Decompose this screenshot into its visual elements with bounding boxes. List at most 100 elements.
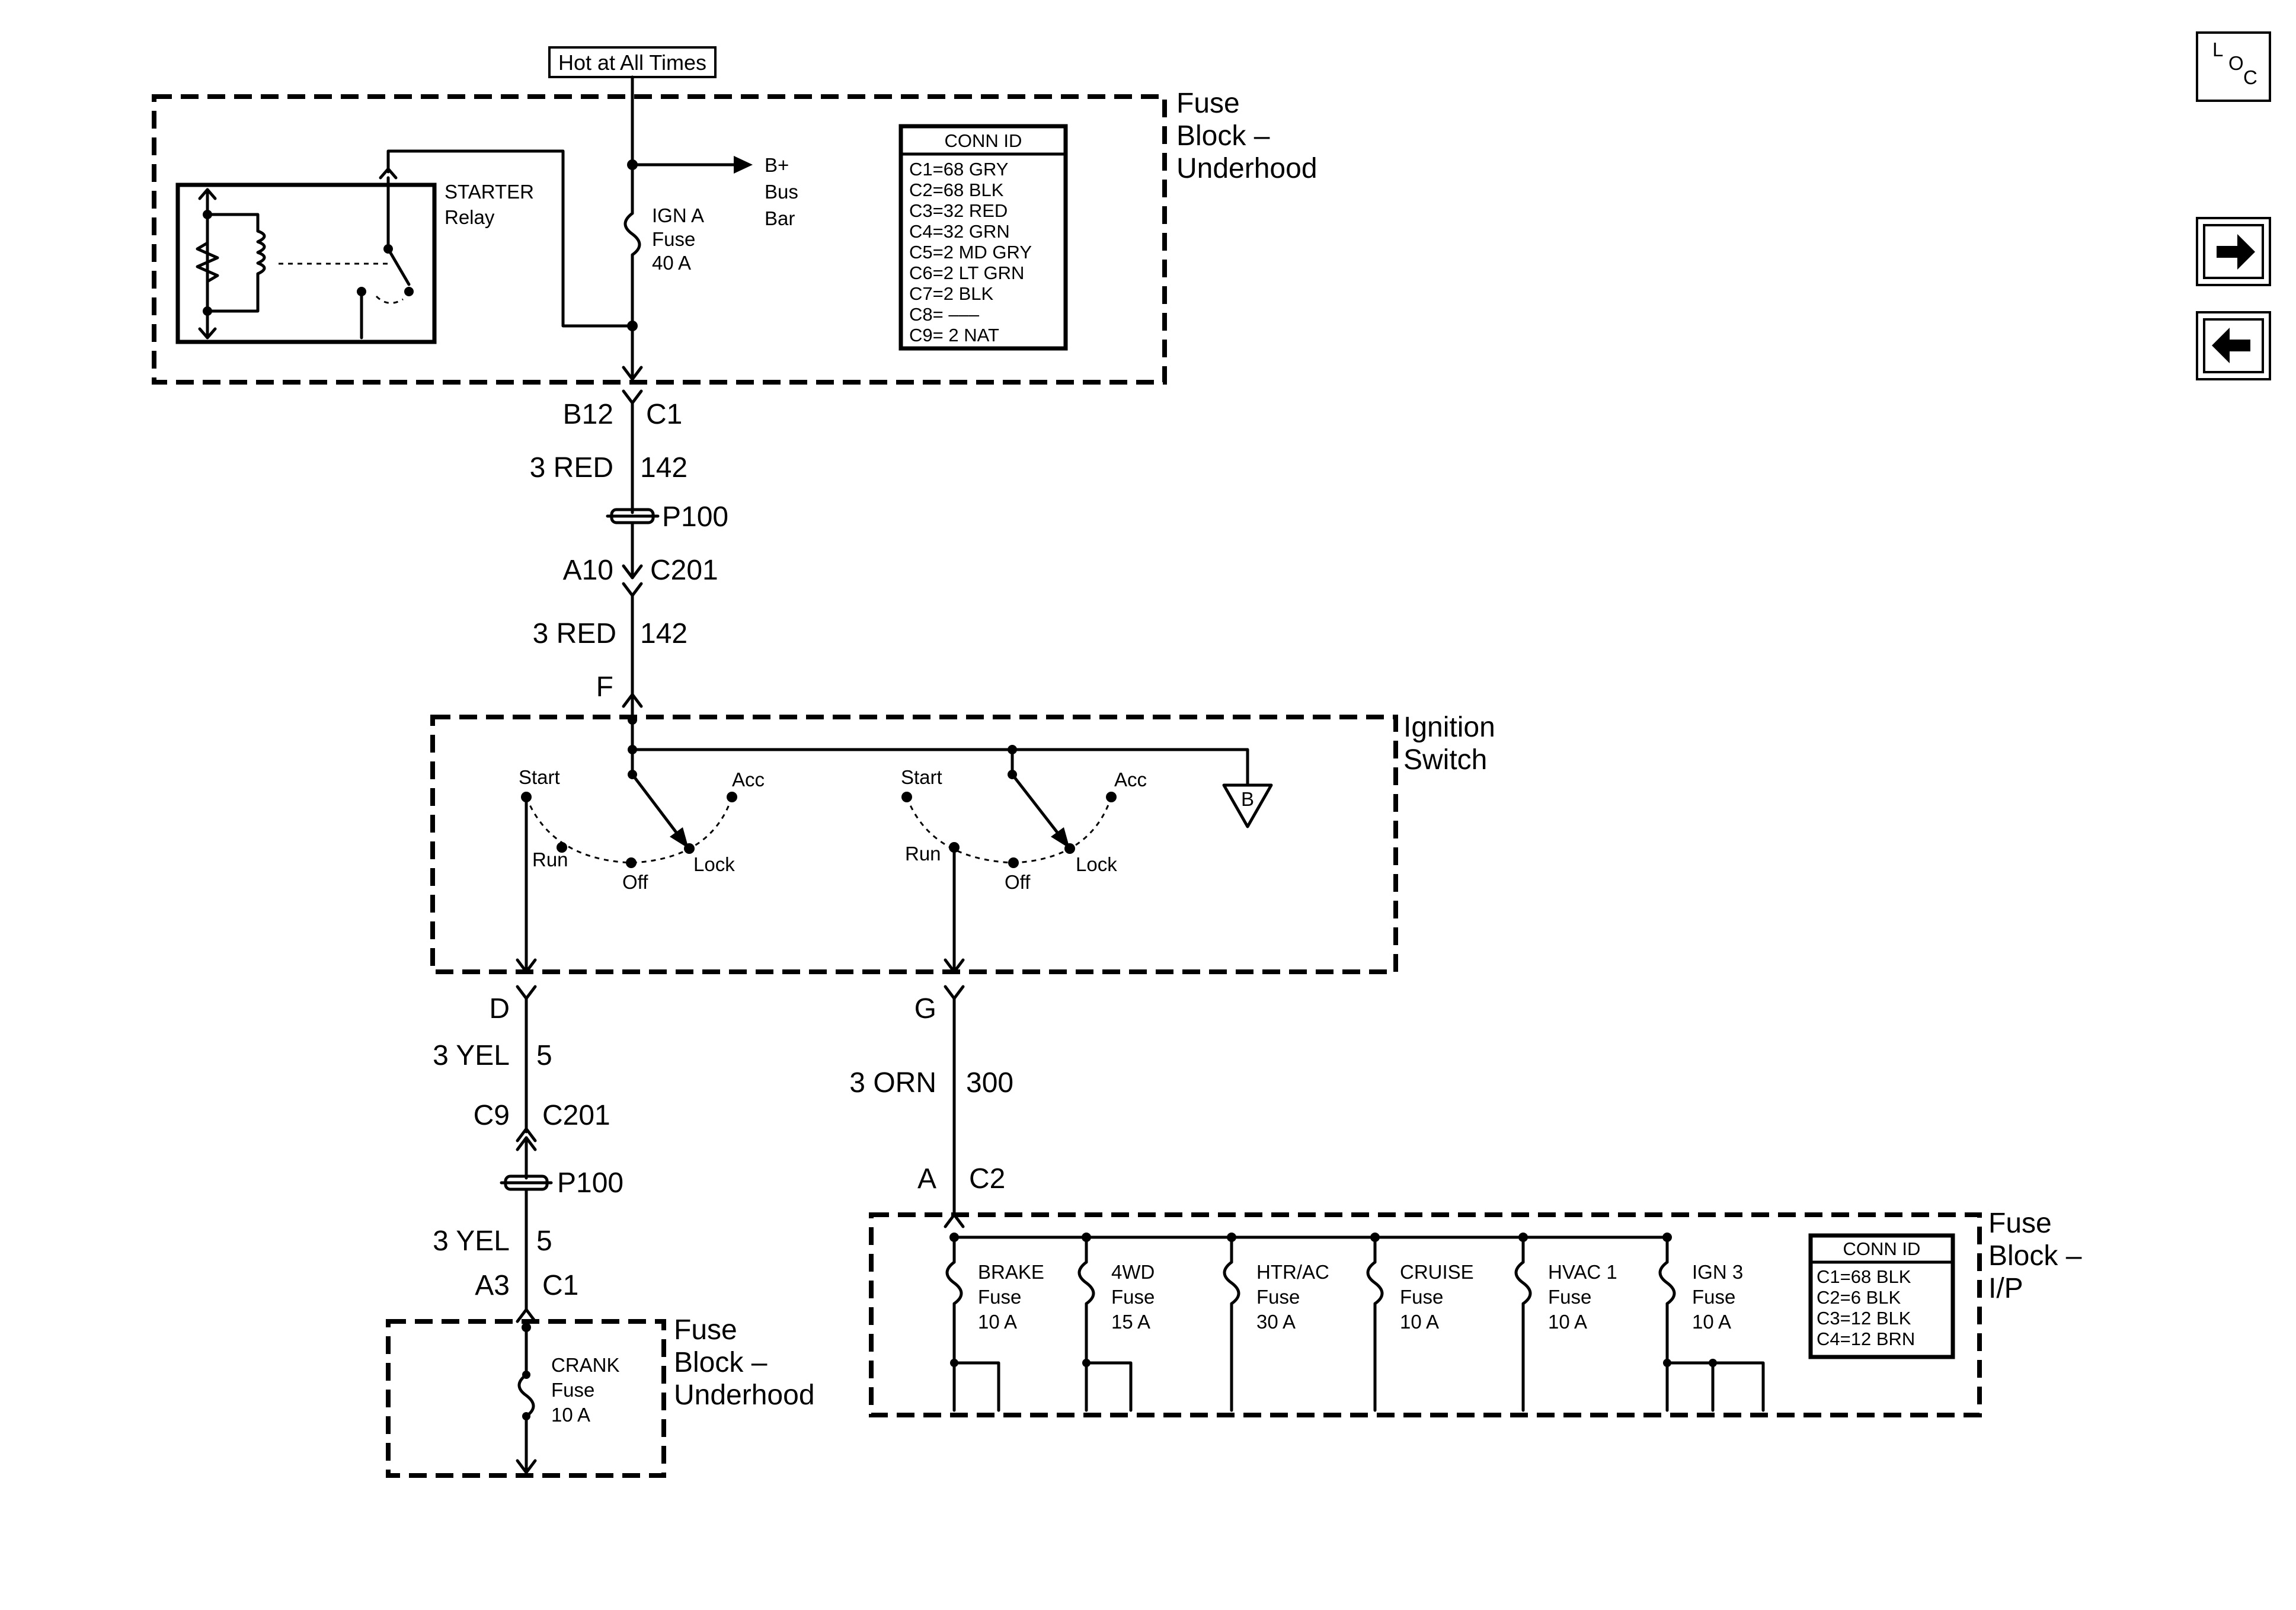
conn-id-row: C3=32 RED	[909, 200, 1008, 221]
fuse-block-underhood-bottom-title-1: Fuse	[674, 1314, 737, 1346]
fuse-block-ip-title-3: I/P	[1988, 1273, 2023, 1304]
switch-left-acc: Acc	[732, 769, 765, 790]
conn-id-row: C2=6 BLK	[1817, 1287, 1901, 1308]
prev-page-button[interactable]	[2196, 311, 2271, 380]
bus-bar-label: B+ Bus Bar	[765, 154, 798, 229]
4wd-fuse-label-1: 4WD	[1111, 1261, 1155, 1283]
cruise-fuse-label-1: CRUISE	[1400, 1261, 1474, 1283]
brake-fuse: BRAKE Fuse 10 A	[945, 1233, 1044, 1412]
hot-at-all-times-label: Hot at All Times	[558, 50, 706, 75]
switch-left-off: Off	[622, 871, 648, 893]
arrow-right-icon	[2217, 234, 2255, 270]
wire-num-1: 142	[640, 452, 687, 484]
conn-id-row: C7=2 BLK	[909, 283, 994, 304]
cruise-fuse-label-3: 10 A	[1400, 1311, 1439, 1333]
ground-label-b: B	[1241, 788, 1254, 810]
hvac1-fuse-label-1: HVAC 1	[1548, 1261, 1617, 1283]
loc-button[interactable]: L O C	[2196, 31, 2271, 102]
starter-relay-label-1: STARTER	[445, 181, 534, 203]
next-page-button[interactable]	[2196, 217, 2271, 286]
conn-id-title-ip: CONN ID	[1843, 1238, 1921, 1259]
fuse-block-underhood-top: Fuse Block – Underhood	[152, 88, 1318, 385]
ign-a-fuse-label-1: IGN A	[652, 204, 704, 226]
brake-fuse-label-1: BRAKE	[978, 1261, 1044, 1283]
fuse-block-underhood-title-2: Block –	[1176, 120, 1270, 152]
crank-wire-num-2: 5	[536, 1225, 552, 1257]
brake-fuse-label-3: 10 A	[978, 1311, 1017, 1333]
ip-branch: G 3 ORN 300 A C2 Fuse Block – I/P BRAKE …	[849, 985, 2082, 1417]
switch-right-lock: Lock	[1076, 853, 1117, 875]
hot-at-all-times-tag: Hot at All Times	[548, 46, 717, 78]
4wd-fuse: 4WD Fuse 15 A	[1077, 1233, 1155, 1412]
connector-c1-crank: C1	[542, 1270, 578, 1301]
splice-p100-crank: P100	[557, 1167, 623, 1199]
connector-c1: C1	[646, 399, 682, 430]
switch-left-start: Start	[519, 766, 560, 788]
crank-wire-color-1: 3 YEL	[433, 1040, 510, 1071]
htr-ac-fuse-label-3: 30 A	[1256, 1311, 1296, 1333]
crank-fuse-label-2: Fuse	[551, 1379, 594, 1401]
connector-a3: A3	[475, 1270, 510, 1301]
ignition-switch-title-2: Switch	[1403, 744, 1487, 776]
connector-d: D	[489, 993, 510, 1025]
ignition-switch: Ignition Switch B Start Acc Run Off Lock	[430, 703, 1495, 974]
conn-id-row: C9= 2 NAT	[909, 325, 999, 345]
connector-c2: C2	[969, 1163, 1005, 1195]
splice-p100: P100	[662, 501, 728, 533]
hvac1-fuse-label-2: Fuse	[1548, 1286, 1591, 1308]
ip-wire-num: 300	[966, 1067, 1013, 1099]
crank-fuse-label-1: CRANK	[551, 1354, 620, 1376]
conn-id-title-top: CONN ID	[945, 130, 1022, 151]
fuse-block-underhood-bottom-title-2: Block –	[674, 1347, 768, 1378]
conn-id-row: C1=68 BLK	[1817, 1266, 1911, 1287]
conn-id-table-ip: CONN ID C1=68 BLK C2=6 BLK C3=12 BLK C4=…	[1808, 1233, 1955, 1359]
starter-relay-label-2: Relay	[445, 206, 495, 228]
ign-a-fuse-label-3: 40 A	[652, 252, 691, 274]
wire-num-2: 142	[640, 618, 687, 649]
wire-color-2: 3 RED	[533, 618, 616, 649]
connector-a: A	[917, 1163, 936, 1195]
switch-right-off: Off	[1005, 871, 1031, 893]
loc-letter-o: O	[2228, 52, 2244, 74]
ign-a-fuse-label-2: Fuse	[652, 228, 695, 250]
conn-id-row: C3=12 BLK	[1817, 1308, 1911, 1329]
conn-id-row: C2=68 BLK	[909, 180, 1004, 200]
hvac1-fuse: HVAC 1 Fuse 10 A	[1514, 1233, 1617, 1412]
connector-c201: C201	[650, 555, 718, 586]
fuse-block-underhood-title-3: Underhood	[1176, 153, 1318, 184]
connector-c9: C9	[474, 1100, 510, 1131]
conn-id-row: C1=68 GRY	[909, 159, 1008, 180]
4wd-fuse-label-2: Fuse	[1111, 1286, 1155, 1308]
conn-id-row: C8= –––	[909, 304, 980, 325]
bus-bar-label-2: Bus	[765, 181, 798, 203]
fuse-block-underhood-bottom-title-3: Underhood	[674, 1379, 815, 1411]
conn-id-row: C6=2 LT GRN	[909, 263, 1024, 283]
ign3-fuse-label-3: 10 A	[1692, 1311, 1731, 1333]
loc-letter-l: L	[2212, 39, 2223, 60]
switch-right-run: Run	[905, 843, 941, 865]
crank-branch: D 3 YEL 5 C9 C201 P100 3 YEL 5 A3 C1 Fus…	[386, 985, 815, 1478]
switch-left-run: Run	[532, 849, 568, 870]
ignition-switch-title-1: Ignition	[1403, 712, 1495, 743]
connector-g: G	[914, 993, 936, 1025]
htr-ac-fuse: HTR/AC Fuse 30 A	[1223, 1233, 1329, 1412]
conn-id-table-top: CONN ID C1=68 GRY C2=68 BLK C3=32 RED C4…	[898, 124, 1068, 351]
4wd-fuse-label-3: 15 A	[1111, 1311, 1150, 1333]
arrow-left-icon	[2212, 328, 2250, 363]
hvac1-fuse-label-3: 10 A	[1548, 1311, 1587, 1333]
ign-a-fuse: IGN A Fuse 40 A	[623, 204, 704, 274]
crank-wire-num-1: 5	[536, 1040, 552, 1071]
htr-ac-fuse-label-1: HTR/AC	[1256, 1261, 1329, 1283]
main-feed-connectors: B12 C1 3 RED 142 P100 A10 C201 3 RED 142…	[530, 389, 728, 708]
bus-bar-label-1: B+	[765, 154, 789, 176]
brake-fuse-label-2: Fuse	[978, 1286, 1021, 1308]
conn-id-row: C4=32 GRN	[909, 221, 1010, 242]
switch-right-acc: Acc	[1114, 769, 1147, 790]
crank-fuse-label-3: 10 A	[551, 1404, 590, 1426]
conn-id-row: C5=2 MD GRY	[909, 242, 1032, 263]
connector-a10: A10	[563, 555, 613, 586]
fuse-block-ip-title-1: Fuse	[1988, 1208, 2052, 1239]
htr-ac-fuse-label-2: Fuse	[1256, 1286, 1300, 1308]
cruise-fuse-label-2: Fuse	[1400, 1286, 1443, 1308]
crank-wire-color-2: 3 YEL	[433, 1225, 510, 1257]
